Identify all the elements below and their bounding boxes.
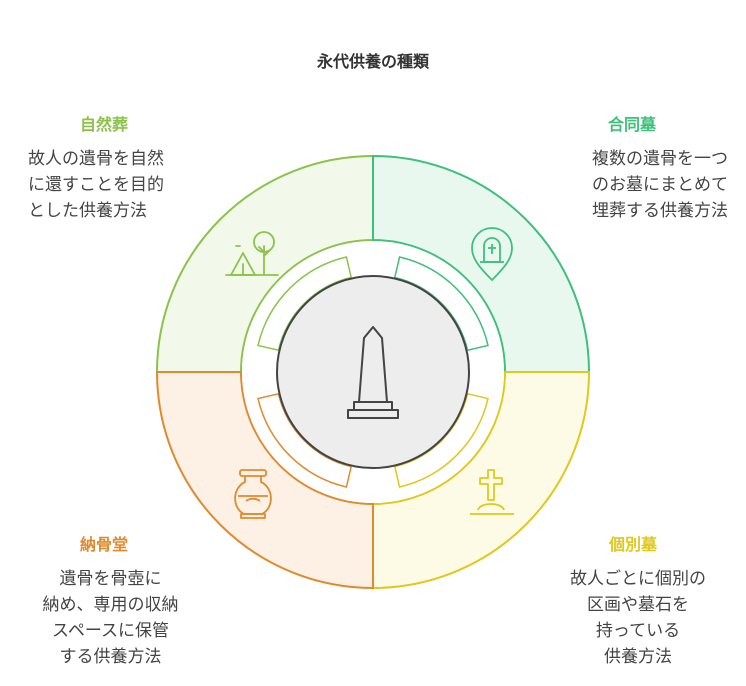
category-description-individual: 故人ごとに個別の 区画や墓石を 持っている 供養方法 bbox=[570, 569, 706, 667]
cross-grave-icon bbox=[470, 469, 514, 515]
grave-pin-icon bbox=[471, 227, 513, 281]
category-title-ossuary: 納骨堂 bbox=[80, 535, 129, 554]
category-description-joint: 複数の遺骨を一つ のお墓にまとめて 埋葬する供養方法 bbox=[592, 149, 728, 221]
category-title-joint: 合同墓 bbox=[608, 115, 657, 134]
category-title-nature: 自然葬 bbox=[80, 115, 129, 134]
quadrant-ossuary bbox=[155, 371, 374, 590]
category-title-individual: 個別墓 bbox=[609, 535, 658, 554]
quadrant-nature bbox=[155, 154, 374, 373]
center-circle bbox=[276, 275, 470, 469]
category-description-nature: 故人の遺骨を自然 に還すことを目的 とした供養方法 bbox=[28, 149, 164, 221]
monument-icon bbox=[347, 326, 399, 419]
urn-icon bbox=[234, 469, 272, 519]
tree-tent-icon bbox=[225, 231, 279, 276]
category-description-ossuary: 遺骨を骨壺に 納め、専用の収納 スペースに保管 する供養方法 bbox=[42, 569, 179, 667]
diagram-title: 永代供養の種類 bbox=[316, 52, 429, 71]
quadrant-individual bbox=[372, 371, 591, 590]
quadrant-joint bbox=[372, 154, 591, 373]
